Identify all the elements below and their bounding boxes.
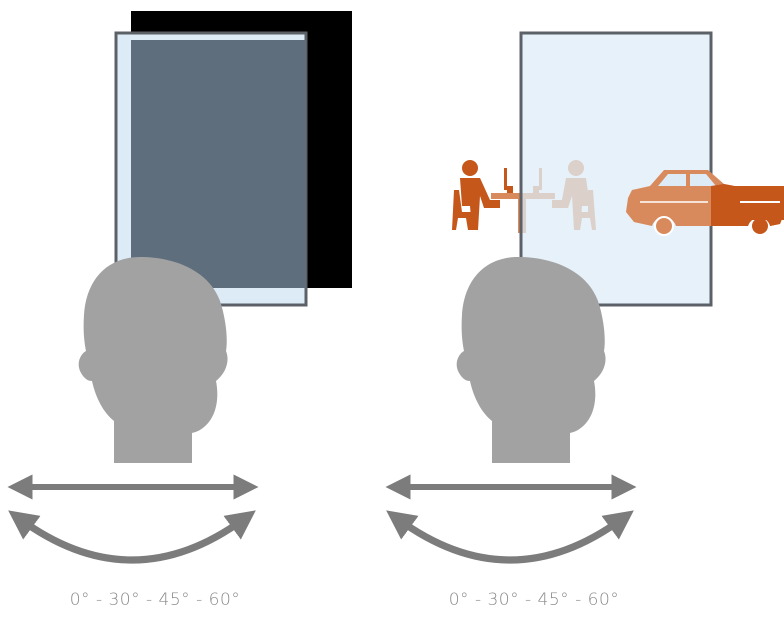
tinted-glass-area: [131, 40, 306, 288]
privacy-off-panel: [398, 33, 784, 560]
viewing-angle-arrows: [20, 487, 246, 560]
privacy-on-panel: [20, 11, 352, 560]
viewing-angle-arrows: [398, 487, 624, 560]
head-icon: [79, 257, 228, 463]
angle-label-left: 0° - 30° - 45° - 60°: [25, 590, 285, 610]
angle-label-right: 0° - 30° - 45° - 60°: [404, 590, 664, 610]
head-icon: [457, 257, 606, 463]
